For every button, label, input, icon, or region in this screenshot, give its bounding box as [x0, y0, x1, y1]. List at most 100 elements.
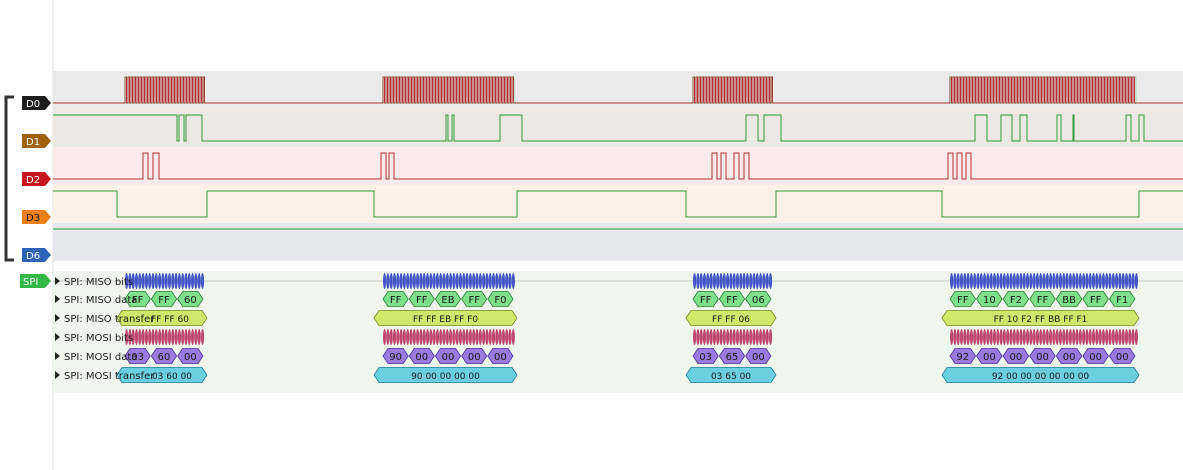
spi-row-1[interactable]: SPI: MISO data — [55, 295, 137, 306]
miso-data-byte[interactable]: 10 — [976, 291, 1003, 307]
miso-data-byte[interactable]: 60 — [177, 291, 204, 307]
miso-data-byte[interactable]: F1 — [1108, 291, 1136, 307]
mosi-data-value: 03 — [699, 352, 712, 363]
mosi-data-byte[interactable]: 00 — [1108, 348, 1136, 364]
expand-arrow-icon[interactable] — [55, 333, 60, 341]
spi-row-4[interactable]: SPI: MOSI data — [55, 352, 137, 363]
channel-tag-d1[interactable]: D1 — [22, 134, 51, 148]
miso-data-byte[interactable]: FF — [949, 291, 977, 307]
waveform-d1[interactable] — [53, 114, 1183, 142]
spi-row-label: SPI: MOSI transfer — [64, 371, 155, 382]
clock-burst — [124, 76, 205, 104]
mosi-data-byte[interactable]: 00 — [1029, 348, 1056, 364]
channel-label-column — [0, 0, 53, 470]
mosi-bits-burst-2[interactable] — [693, 329, 773, 345]
miso-data-value: EB — [441, 295, 454, 306]
expand-arrow-icon[interactable] — [55, 295, 60, 303]
miso-data-byte[interactable]: FF — [1082, 291, 1109, 307]
mosi-data-byte[interactable]: 00 — [408, 348, 435, 364]
mosi-data-byte[interactable]: 00 — [434, 348, 462, 364]
miso-transfer[interactable]: FF FF 60 — [116, 310, 208, 326]
mosi-data-byte[interactable]: 65 — [718, 348, 746, 364]
mosi-bits-burst-0[interactable] — [125, 329, 205, 345]
miso-data-byte[interactable]: FF — [692, 291, 719, 307]
spi-row-2[interactable]: SPI: MISO transfer — [55, 314, 155, 325]
expand-arrow-icon[interactable] — [55, 277, 60, 285]
miso-data-byte[interactable]: FF — [1029, 291, 1056, 307]
channel-group-bracket[interactable] — [4, 95, 14, 262]
clock-burst — [692, 76, 773, 104]
mosi-transfer[interactable]: 92 00 00 00 00 00 00 — [941, 367, 1140, 383]
waveforms — [53, 76, 1183, 230]
mosi-data-byte[interactable]: 00 — [461, 348, 488, 364]
mosi-data-value: 00 — [184, 352, 197, 363]
miso-transfer-value: FF 10 F2 FF BB FF F1 — [994, 315, 1088, 325]
mosi-bits-burst-1[interactable] — [383, 329, 515, 345]
spi-row-5[interactable]: SPI: MOSI transfer — [55, 371, 155, 382]
mosi-transfer-value: 90 00 00 00 00 — [411, 372, 480, 382]
mosi-transfer[interactable]: 03 65 00 — [685, 367, 777, 383]
miso-data-value: FF — [158, 295, 170, 306]
miso-data-byte[interactable]: FF — [408, 291, 435, 307]
mosi-data-byte[interactable]: 00 — [745, 348, 772, 364]
mosi-bits-burst-3[interactable] — [950, 329, 1138, 345]
mosi-data-byte[interactable]: 60 — [150, 348, 178, 364]
miso-transfer[interactable]: FF 10 F2 FF BB FF F1 — [941, 310, 1140, 326]
spi-row-label: SPI: MISO transfer — [64, 314, 155, 325]
miso-data-byte[interactable]: FF — [382, 291, 409, 307]
mosi-data-value: 00 — [468, 352, 481, 363]
miso-data-byte[interactable]: FF — [718, 291, 746, 307]
waveform-d3[interactable] — [53, 190, 1183, 218]
miso-data-value: 10 — [983, 295, 996, 306]
miso-data-byte[interactable]: F2 — [1002, 291, 1030, 307]
miso-bits-burst-3[interactable] — [950, 273, 1138, 289]
mosi-transfer[interactable]: 90 00 00 00 00 — [373, 367, 518, 383]
spi-row-0[interactable]: SPI: MISO bits — [55, 277, 133, 288]
miso-data-value: F2 — [1010, 295, 1022, 306]
mosi-data-byte[interactable]: 00 — [177, 348, 204, 364]
mosi-data-byte[interactable]: 92 — [949, 348, 977, 364]
spi-analyzer-tag[interactable]: SPI — [20, 274, 51, 288]
mosi-data-byte[interactable]: 00 — [1055, 348, 1083, 364]
expand-arrow-icon[interactable] — [55, 371, 60, 379]
miso-transfer[interactable]: FF FF EB FF F0 — [373, 310, 518, 326]
miso-data-value: FF — [1090, 295, 1102, 306]
miso-data-byte[interactable]: FF — [461, 291, 488, 307]
mosi-data-byte[interactable]: 90 — [382, 348, 409, 364]
channel-tag-d3[interactable]: D3 — [22, 210, 51, 224]
miso-data-byte[interactable]: 06 — [745, 291, 772, 307]
mosi-transfer[interactable]: 03 60 00 — [116, 367, 208, 383]
channel-tag-d2[interactable]: D2 — [22, 172, 51, 186]
mosi-data-byte[interactable]: 00 — [1002, 348, 1030, 364]
miso-data-byte[interactable]: F0 — [487, 291, 514, 307]
clock-burst — [949, 76, 1137, 104]
mosi-data-byte[interactable]: 03 — [124, 348, 151, 364]
spi-row-label: SPI: MISO data — [64, 295, 137, 306]
expand-arrow-icon[interactable] — [55, 352, 60, 360]
expand-arrow-icon[interactable] — [55, 314, 60, 322]
mosi-data-value: 00 — [494, 352, 507, 363]
miso-bits-burst-0[interactable] — [125, 273, 205, 289]
miso-data-byte[interactable]: EB — [434, 291, 462, 307]
spi-row-label: SPI: MOSI bits — [64, 333, 133, 344]
miso-bits-burst-2[interactable] — [693, 273, 773, 289]
mosi-data-byte[interactable]: 00 — [487, 348, 514, 364]
channel-tag-label: D0 — [26, 99, 40, 110]
waveform-d2[interactable] — [53, 152, 1183, 180]
miso-bits-burst-1[interactable] — [383, 273, 515, 289]
channel-tag-d6[interactable]: D6 — [22, 248, 51, 262]
mosi-data-byte[interactable]: 00 — [1082, 348, 1109, 364]
miso-transfer[interactable]: FF FF 06 — [685, 310, 777, 326]
miso-data-byte[interactable]: FF — [124, 291, 151, 307]
miso-data-byte[interactable]: FF — [150, 291, 178, 307]
mosi-data-value: 00 — [442, 352, 455, 363]
spi-row-3[interactable]: SPI: MOSI bits — [55, 333, 133, 344]
channel-tag-label: D2 — [26, 175, 40, 186]
miso-data-byte[interactable]: BB — [1055, 291, 1083, 307]
mosi-data-byte[interactable]: 00 — [976, 348, 1003, 364]
channel-tag-d0[interactable]: D0 — [22, 96, 51, 110]
mosi-data-byte[interactable]: 03 — [692, 348, 719, 364]
miso-data-value: FF — [957, 295, 969, 306]
